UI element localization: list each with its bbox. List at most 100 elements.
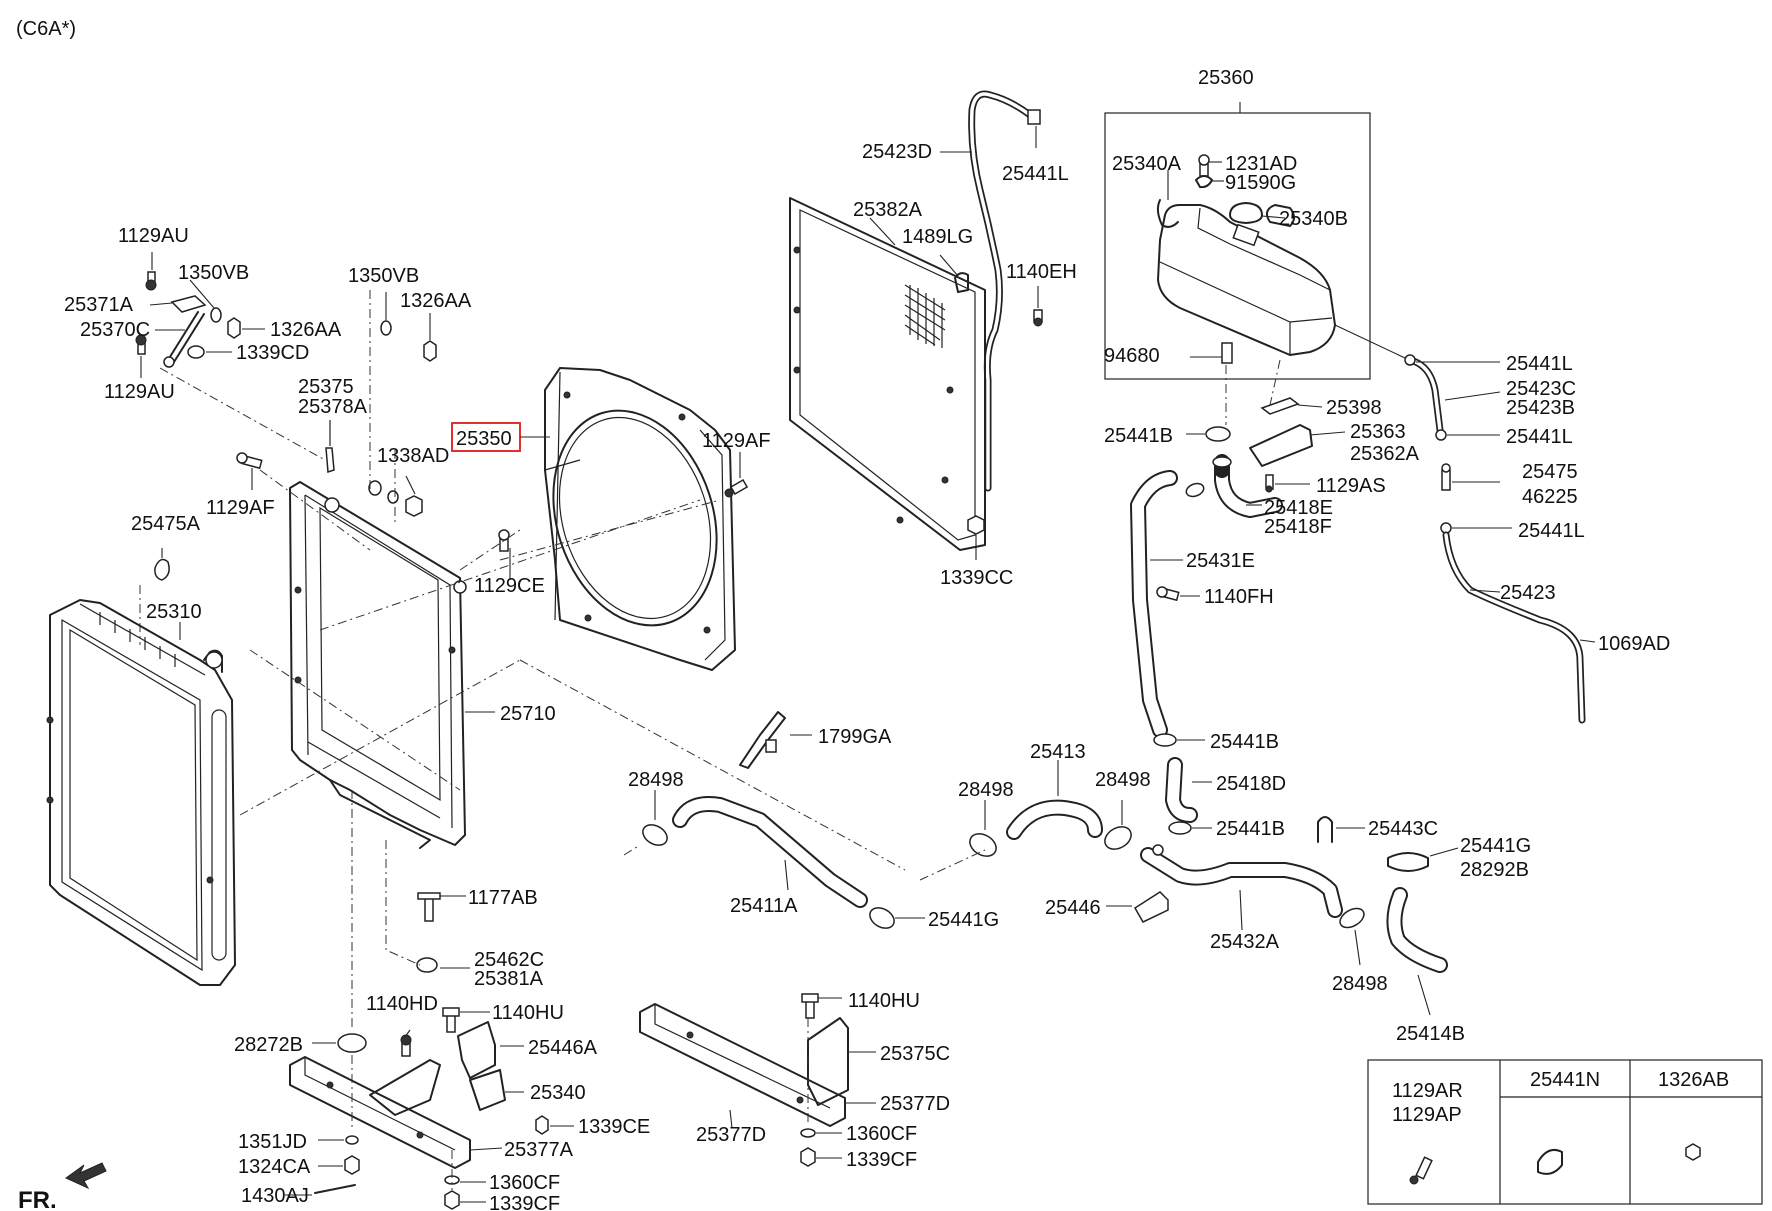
label-1799GA: 1799GA xyxy=(818,726,892,748)
label-25441G-a: 25441G xyxy=(1460,835,1531,857)
label-28292B: 28292B xyxy=(1460,859,1529,881)
label-25411A: 25411A xyxy=(730,895,798,917)
clamp-28498-c xyxy=(1104,826,1132,850)
label-25423C: 25423C xyxy=(1506,378,1576,400)
clamp-28498-d xyxy=(1339,907,1365,929)
label-1339CF-b: 1339CF xyxy=(489,1193,560,1211)
bracket-25375C xyxy=(807,1017,849,1106)
bolt-1140EH xyxy=(1033,309,1043,327)
nut-1339CE xyxy=(535,1115,549,1135)
washer-1360CF-b xyxy=(800,1128,816,1138)
label-25398: 25398 xyxy=(1326,397,1382,419)
label-25441L-r1: 25441L xyxy=(1506,353,1573,375)
label-1140HD: 1140HD xyxy=(366,993,438,1015)
label-25363: 25363 xyxy=(1350,421,1406,443)
label-25418D: 25418D xyxy=(1216,773,1286,795)
label-25340B: 25340B xyxy=(1279,208,1348,230)
label-25350: 25350 xyxy=(456,428,512,450)
label-25310: 25310 xyxy=(146,601,202,623)
label-1326AA-b: 1326AA xyxy=(400,290,472,312)
label-1129AF-b: 1129AF xyxy=(206,497,275,519)
bolt-1129AS xyxy=(1265,474,1274,493)
label-25360: 25360 xyxy=(1198,67,1254,89)
label-28498-c: 28498 xyxy=(1095,769,1151,791)
label-46225: 46225 xyxy=(1522,486,1578,508)
label-1129AU-b: 1129AU xyxy=(104,381,175,403)
legend-bolt-icon xyxy=(1409,1156,1433,1185)
label-25423D: 25423D xyxy=(862,141,932,163)
washer-1350VB-b xyxy=(380,320,392,336)
label-1339CC: 1339CC xyxy=(940,567,1013,589)
washer-1338AD xyxy=(368,480,382,496)
label-25441B-c: 25441B xyxy=(1216,818,1285,840)
clamp-25441B-b xyxy=(1153,733,1177,747)
label-25423: 25423 xyxy=(1500,582,1556,604)
nut-1339CD xyxy=(187,345,205,359)
label-25375: 25375 xyxy=(298,376,354,398)
bracket-25446A xyxy=(457,1021,496,1079)
label-28498-a: 28498 xyxy=(628,769,684,791)
label-25441L-r2: 25441L xyxy=(1506,426,1573,448)
label-25423B: 25423B xyxy=(1506,397,1575,419)
clamp-25441G-b xyxy=(869,907,895,929)
label-25441B-a: 25441B xyxy=(1104,425,1173,447)
label-1489LG: 1489LG xyxy=(902,226,973,248)
clamp-25441B-c xyxy=(1168,821,1192,835)
label-1129AU-a: 1129AU xyxy=(118,225,189,247)
bracket-25340 xyxy=(469,1069,506,1111)
label-25381A: 25381A xyxy=(474,968,544,990)
bolt-1140HU-b xyxy=(801,993,819,1019)
label-1140FH: 1140FH xyxy=(1204,586,1274,608)
label-25375C: 25375C xyxy=(880,1043,950,1065)
bolt-1129CE xyxy=(498,529,510,552)
label-25340A: 25340A xyxy=(1112,153,1182,175)
clamp-25441B-a xyxy=(1205,426,1231,442)
label-1140HU-b: 1140HU xyxy=(848,990,920,1012)
label-25441B-b: 25441B xyxy=(1210,731,1279,753)
label-1430AJ: 1430AJ xyxy=(241,1185,309,1207)
label-1129CE: 1129CE xyxy=(474,575,545,597)
model-code: (C6A*) xyxy=(16,18,76,40)
nut-1326AA-a xyxy=(227,317,241,339)
washer xyxy=(387,490,399,504)
label-25441G-b: 25441G xyxy=(928,909,999,931)
label-1129AF-a: 1129AF xyxy=(702,430,771,452)
nut-1324CA xyxy=(344,1155,360,1175)
washer-1351JD xyxy=(345,1135,359,1145)
label-1129AS: 1129AS xyxy=(1316,475,1386,497)
mount-28272B xyxy=(337,1033,367,1053)
washer-1350VB-a xyxy=(210,307,222,323)
bolt-1129AU-bottom xyxy=(135,334,147,355)
reservoir-group-box xyxy=(1104,112,1371,380)
bolt-1129AF-left xyxy=(236,452,263,470)
fan-shroud-25350 xyxy=(544,367,736,671)
bolt-1231AD xyxy=(1198,154,1210,177)
nut-1339CF-a xyxy=(444,1190,460,1210)
bracket-25446 xyxy=(1133,891,1169,923)
crossmember-25377D xyxy=(639,1003,846,1127)
label-25431E: 25431E xyxy=(1186,550,1255,572)
label-25475: 25475 xyxy=(1522,461,1578,483)
label-25370C: 25370C xyxy=(80,319,150,341)
bolt-1129AF-right xyxy=(724,479,749,498)
label-25418E: 25418E xyxy=(1264,497,1333,519)
label-25446A: 25446A xyxy=(528,1037,598,1059)
bolt-1140HD xyxy=(400,1034,412,1057)
label-1069AD: 1069AD xyxy=(1598,633,1670,655)
label-25377D-b: 25377D xyxy=(880,1093,950,1115)
label-25382A: 25382A xyxy=(853,199,923,221)
label-25475A: 25475A xyxy=(131,513,201,535)
label-1350VB-a: 1350VB xyxy=(178,262,249,284)
clip-25441L-r2 xyxy=(1435,429,1447,441)
rod-25370C xyxy=(167,311,205,363)
fitting-25475 xyxy=(1441,463,1451,491)
clamp-25441G-a xyxy=(1387,852,1429,872)
label-25441L-r3: 25441L xyxy=(1518,520,1585,542)
label-1360CF-b: 1360CF xyxy=(489,1172,560,1194)
label-25418F: 25418F xyxy=(1264,516,1332,538)
label-25362A: 25362A xyxy=(1350,443,1420,465)
label-1339CE: 1339CE xyxy=(578,1116,650,1138)
clamp-91590G xyxy=(1195,175,1213,189)
clip-25441L-r1 xyxy=(1404,354,1416,366)
